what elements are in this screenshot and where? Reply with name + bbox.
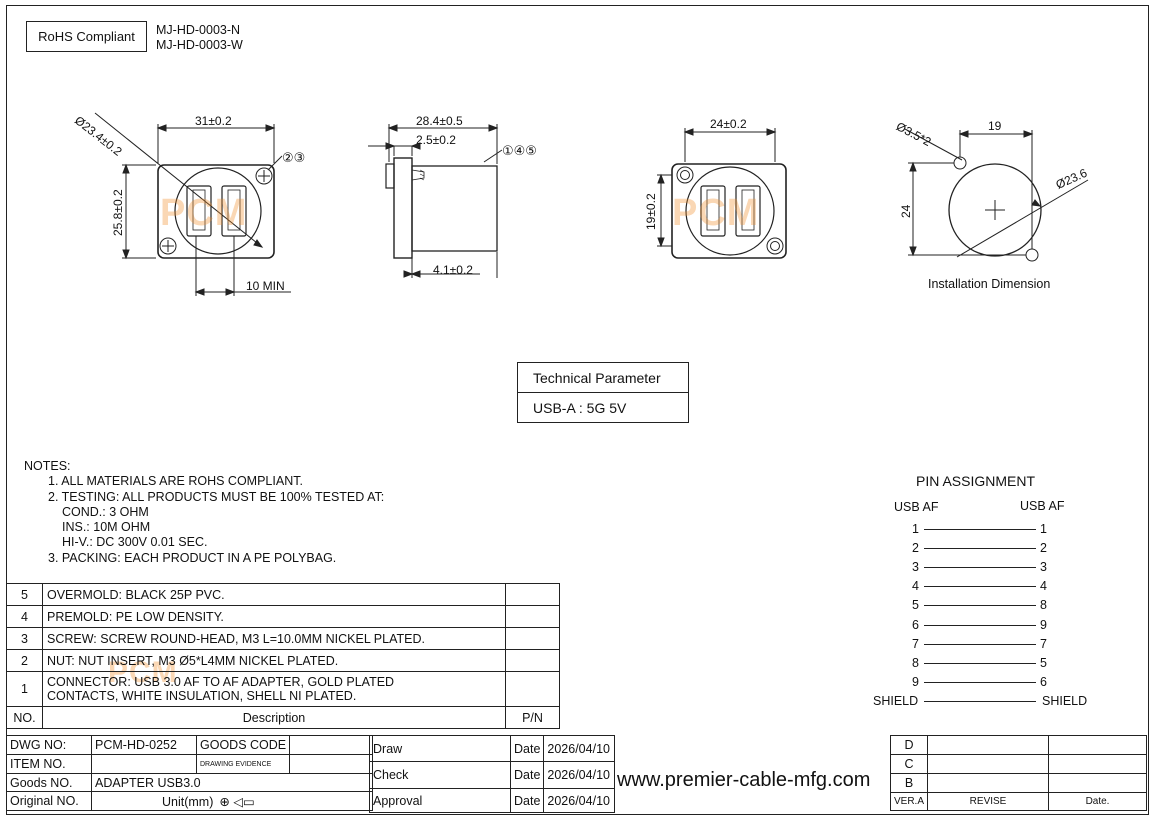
website-link[interactable]: www.premier-cable-mfg.com [617, 769, 871, 791]
side-depth-label: 4.1±0.2 [433, 263, 473, 277]
side-length-label: 28.4±0.5 [416, 114, 463, 128]
unit-label: Unit(mm) [162, 794, 214, 809]
projection-icon: ⊕ ◁▭ [219, 794, 255, 809]
front-callout: ②③ [282, 150, 306, 165]
pin-right-label: SHIELD [1042, 693, 1088, 708]
pin-connection-line [924, 529, 1036, 530]
note-line: 3. PACKING: EACH PRODUCT IN A PE POLYBAG… [48, 550, 337, 565]
pin-right-label: 8 [1040, 598, 1047, 613]
pin-connection-line [924, 567, 1036, 569]
back-view [657, 128, 787, 259]
pin-right-label: 1 [1040, 522, 1047, 536]
pin-left-label: 7 [912, 636, 919, 651]
pin-right-label: 6 [1040, 674, 1047, 689]
pin-right-label: 5 [1040, 655, 1047, 670]
watermark-back: PCM [672, 192, 760, 234]
pin-left-label: 9 [912, 674, 919, 689]
pin-right-header: USB AF [1020, 499, 1065, 513]
tech-value: USB-A : 5G 5V [533, 400, 627, 416]
note-line: COND.: 3 OHM [62, 504, 149, 519]
pin-left-label: 1 [912, 522, 919, 536]
pin-connection-line [924, 605, 1036, 607]
pin-connection-line [924, 700, 1036, 702]
pin-connection-line [924, 681, 1036, 683]
pin-left-label: 4 [912, 579, 919, 594]
pin-connection-line [924, 624, 1036, 626]
side-flange-label: 2.5±0.2 [416, 133, 456, 147]
side-callout: ①④⑤ [502, 143, 537, 158]
install-spacing-y: 24 [899, 204, 913, 218]
pin-right-label: 2 [1040, 541, 1047, 556]
pin-right-label: 3 [1040, 560, 1047, 575]
notes: NOTES: 1. ALL MATERIALS ARE ROHS COMPLIA… [24, 459, 384, 566]
note-line: INS.: 10M OHM [62, 520, 151, 535]
pin-right-label: 4 [1040, 579, 1047, 594]
install-view [904, 128, 1089, 262]
install-spacing-x: 19 [988, 119, 1002, 133]
tech-parameter-box: Technical Parameter USB-A : 5G 5V [517, 362, 689, 423]
drawing-frame [6, 5, 1149, 815]
front-width-label: 31±0.2 [195, 114, 232, 128]
front-height-label: 25.8±0.2 [111, 189, 125, 236]
pin-right-label: 7 [1040, 636, 1047, 651]
pin-title: PIN ASSIGNMENT [916, 473, 1036, 489]
side-view [368, 124, 503, 278]
note-line: 1. ALL MATERIALS ARE ROHS COMPLIANT. [48, 474, 303, 489]
back-height-label: 19±0.2 [644, 193, 658, 230]
pin-right-label: 9 [1040, 617, 1047, 632]
technical-drawings [94, 112, 1089, 296]
part-number-2: MJ-HD-0003-W [156, 38, 243, 52]
pin-left-label: 8 [912, 655, 919, 670]
pin-connection-line [924, 586, 1036, 588]
rohs-box: RoHS Compliant [26, 21, 147, 52]
back-width-label: 24±0.2 [710, 117, 747, 131]
front-min-label: 10 MIN [246, 279, 285, 293]
pin-connection-line [924, 662, 1036, 664]
watermark-front: PCM [160, 192, 248, 234]
pin-connection-line [924, 548, 1036, 550]
part-number-1: MJ-HD-0003-N [156, 23, 241, 37]
install-caption: Installation Dimension [928, 277, 1051, 291]
note-line: 2. TESTING: ALL PRODUCTS MUST BE 100% TE… [48, 489, 385, 504]
pin-connection-line [924, 643, 1036, 645]
pin-left-label: 3 [912, 560, 919, 575]
front-view [94, 112, 291, 296]
pin-left-label: 6 [912, 617, 919, 632]
pin-left-label: SHIELD [873, 693, 919, 708]
note-line: HI-V.: DC 300V 0.01 SEC. [62, 535, 208, 550]
pin-left-header: USB AF [894, 500, 939, 514]
tech-title: Technical Parameter [518, 363, 688, 393]
pin-left-label: 5 [912, 598, 919, 613]
pin-left-label: 2 [912, 541, 919, 556]
notes-heading: NOTES: [24, 459, 71, 473]
